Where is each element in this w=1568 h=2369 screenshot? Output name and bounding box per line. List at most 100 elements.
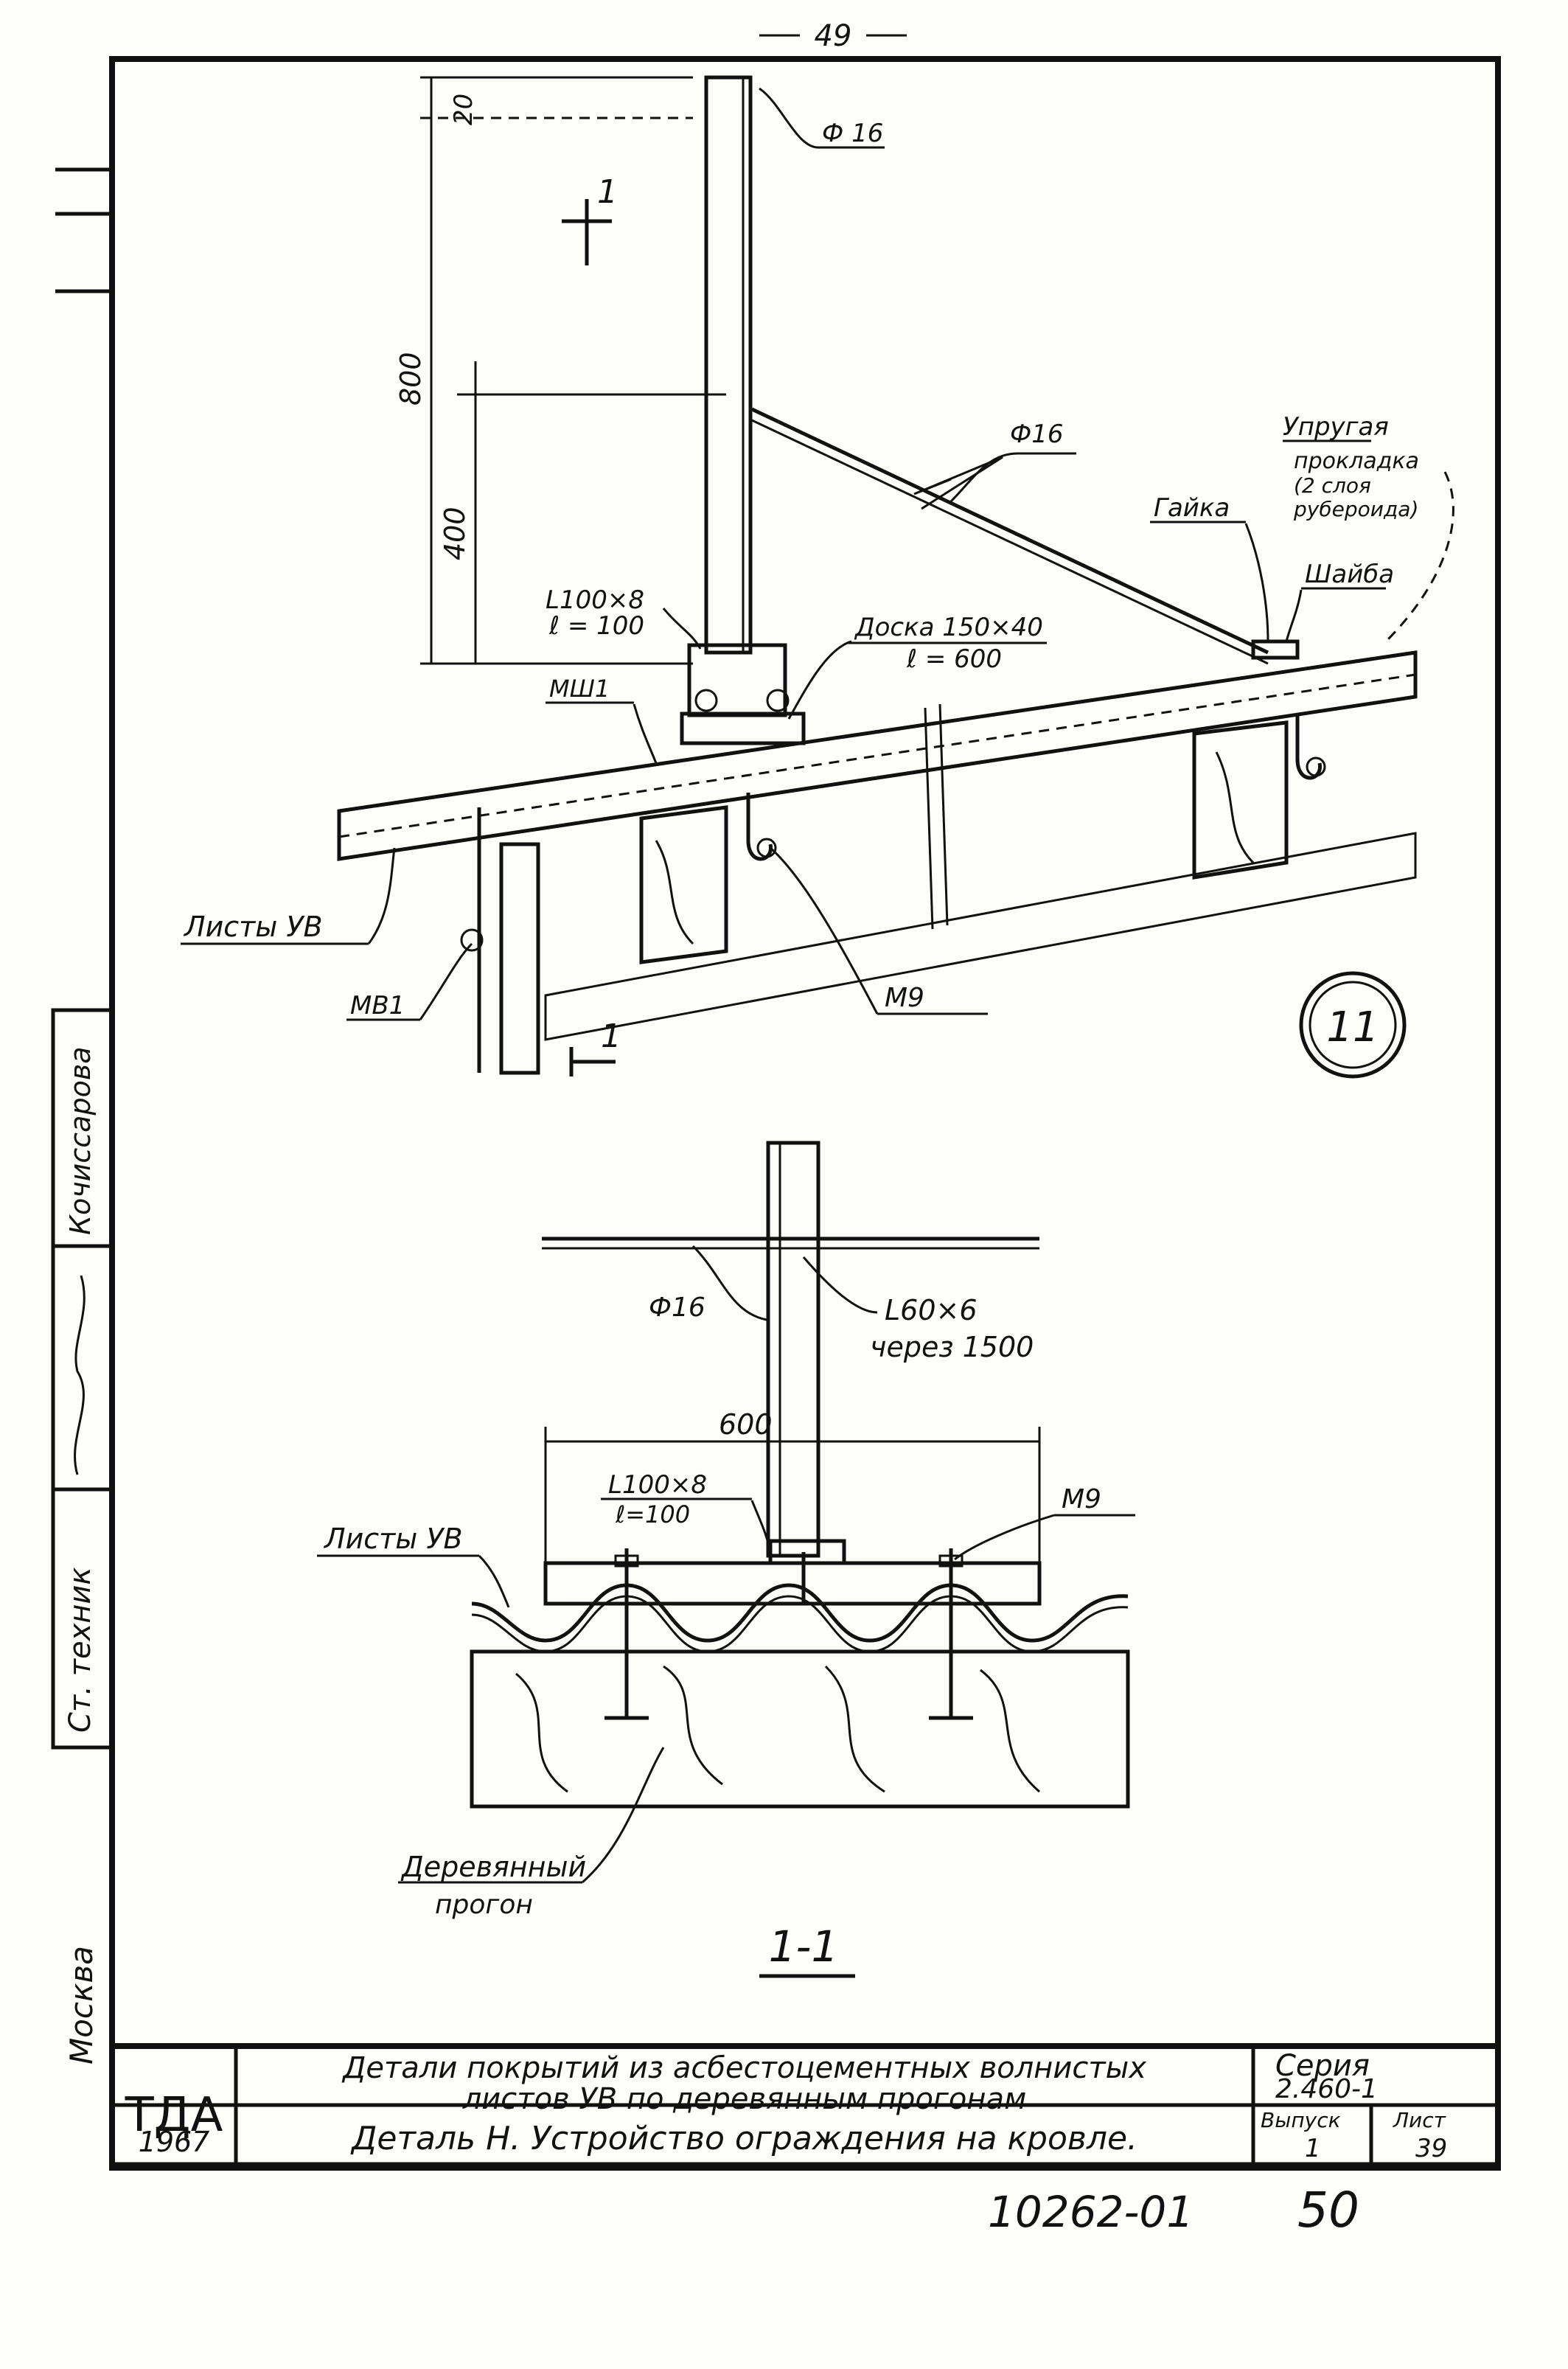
section-purlin-label-1: Деревянный xyxy=(400,1851,586,1883)
angle-small-label-1: L60×6 xyxy=(885,1294,978,1326)
brace-break-mark xyxy=(913,456,1003,510)
issue-label: Выпуск xyxy=(1261,2108,1341,2132)
sheets-leader xyxy=(367,847,396,945)
section-angle-label-2: ℓ=100 xyxy=(615,1500,690,1528)
bolt-nut xyxy=(938,1554,964,1568)
guard-post xyxy=(704,75,753,655)
gasket-leader xyxy=(1384,471,1454,643)
role-2-label: Кочиссарова xyxy=(64,1047,97,1236)
section-purlin xyxy=(470,1649,1130,1809)
section-corrugated-sheet xyxy=(471,1583,1129,1643)
section-title: 1-1 xyxy=(769,1921,839,1972)
series-label: Серия xyxy=(1275,2049,1370,2083)
mv1-label: МВ1 xyxy=(350,991,405,1020)
city-label: Москва xyxy=(63,1946,100,2064)
detail-circle-outer xyxy=(1299,971,1407,1079)
section-mark-top-number: 1 xyxy=(597,173,618,211)
issue-value: 1 xyxy=(1305,2134,1321,2163)
angle-small-label-2: через 1500 xyxy=(870,1331,1034,1363)
m9-leader xyxy=(770,846,879,1015)
page-number-top: 49 xyxy=(815,19,852,53)
hook-nut xyxy=(756,838,777,858)
dim-800: 800 xyxy=(394,352,427,406)
detail-number: 11 xyxy=(1326,1003,1379,1051)
wood-grain xyxy=(655,840,694,945)
section-m9-label: М9 xyxy=(1062,1484,1101,1514)
wood-grain xyxy=(515,1665,1040,1793)
washer-leader xyxy=(1285,589,1303,642)
rod-brace-leader xyxy=(949,452,1076,503)
bolt xyxy=(694,689,718,712)
sheet-label: Лист xyxy=(1393,2108,1446,2132)
section-sheets-leader xyxy=(478,1554,510,1608)
diagonal-brace-edge xyxy=(751,419,1269,665)
rod-top-leader xyxy=(759,87,885,149)
purlin-left xyxy=(639,805,728,964)
mshl-leader xyxy=(633,703,658,764)
sheet-value: 39 xyxy=(1415,2134,1447,2163)
rod-leader xyxy=(691,1245,767,1321)
washer xyxy=(1251,639,1300,660)
section-angle-label-1: L100×8 xyxy=(608,1470,707,1500)
section-mark-bottom-number: 1 xyxy=(601,1017,621,1055)
lower-chord xyxy=(544,832,1417,1041)
sheets-label: Листы УВ xyxy=(183,911,323,943)
gasket-label-2: прокладка xyxy=(1294,448,1419,474)
bolt-nut xyxy=(614,1554,639,1568)
mshl-label: МШ1 xyxy=(549,675,610,703)
bottom-sheet-number: 50 xyxy=(1297,2182,1359,2238)
end-support xyxy=(499,842,540,1075)
bolt xyxy=(460,928,484,952)
role-1-label: Ст. техник xyxy=(63,1567,97,1733)
section-sheets-label: Листы УВ xyxy=(323,1523,463,1555)
gasket-label-3: (2 слоя xyxy=(1294,473,1371,498)
angle-leader xyxy=(662,608,702,650)
section-corrugated-sheet-edge xyxy=(471,1595,1129,1653)
hook-bolt xyxy=(1295,715,1322,780)
wood-grain xyxy=(1215,751,1255,864)
org-label: ТДА xyxy=(125,2088,223,2143)
handwritten-signature xyxy=(74,1275,86,1475)
board-label-2: ℓ = 600 xyxy=(906,644,1002,674)
hook-nut xyxy=(1306,756,1326,777)
section-post xyxy=(766,1141,820,1558)
detail-circle-inner xyxy=(1309,981,1397,1069)
board-label-1: Доска 150×40 xyxy=(854,613,1043,642)
signature-strip xyxy=(51,1008,114,1750)
roof-sheet xyxy=(337,650,1418,861)
sheet-frame xyxy=(109,56,1501,2171)
board-leader xyxy=(787,640,852,720)
section-angle xyxy=(768,1539,846,1565)
dim-600: 600 xyxy=(719,1408,773,1441)
series-value: 2.460-1 xyxy=(1275,2074,1378,2104)
bottom-stamp: 10262-01 xyxy=(988,2187,1194,2237)
nut-label: Гайка xyxy=(1154,493,1230,523)
title-subtitle: Деталь Н. Устройство ограждения на кровл… xyxy=(350,2120,1137,2157)
section-m9-leader xyxy=(954,1514,1055,1561)
washer-label: Шайба xyxy=(1305,560,1394,589)
m9-label: М9 xyxy=(885,983,924,1013)
angle-label-2: ℓ = 100 xyxy=(548,611,644,641)
hook-bolt xyxy=(746,793,773,861)
section-rod-label: Ф16 xyxy=(649,1293,705,1323)
gasket-label-4: рубероида) xyxy=(1293,497,1418,521)
break-line xyxy=(938,703,949,926)
board xyxy=(680,712,806,745)
title-line-2: листов УВ по деревянным прогонам xyxy=(462,2082,1027,2116)
gasket-label-1: Упругая xyxy=(1283,412,1389,442)
section-purlin-label-2: прогон xyxy=(435,1890,533,1920)
angle-label-1: L100×8 xyxy=(546,585,644,615)
diagonal-brace xyxy=(750,407,1269,655)
dim-20: 20 xyxy=(449,94,478,125)
nut-leader xyxy=(1244,523,1269,642)
angle-small-leader xyxy=(802,1256,878,1314)
angle-bracket xyxy=(687,643,787,717)
bolt xyxy=(766,689,790,712)
dim-400: 400 xyxy=(439,507,471,560)
year-label: 1967 xyxy=(139,2126,210,2158)
break-line xyxy=(924,707,934,930)
roof-sheet-corrugation xyxy=(338,673,1416,838)
rod-top-label: Ф 16 xyxy=(822,119,883,148)
section-purlin-leader xyxy=(582,1747,665,1884)
